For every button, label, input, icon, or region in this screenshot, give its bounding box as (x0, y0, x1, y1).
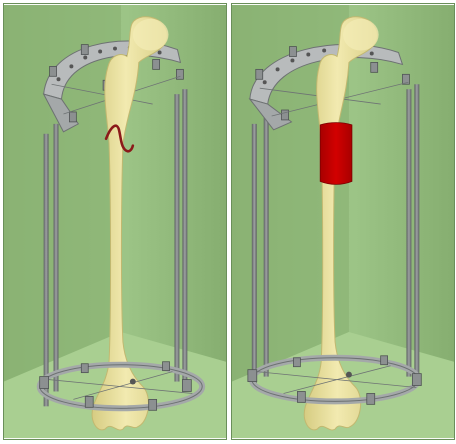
bone-segment-highlight (320, 123, 352, 185)
rod-front-right (182, 89, 187, 386)
rod-back-left (54, 124, 59, 392)
right-scene (232, 4, 454, 439)
rod-back-right (174, 94, 179, 381)
rod-front-left (252, 124, 257, 387)
left-scene (4, 4, 226, 439)
rod-front-left (44, 134, 49, 407)
panel-right-fixator-segment (231, 3, 455, 440)
panel-left-fixator-fracture (3, 3, 227, 440)
rod-back-left (264, 104, 269, 377)
rod-front-right (414, 84, 419, 381)
rod-back-right (406, 89, 411, 376)
